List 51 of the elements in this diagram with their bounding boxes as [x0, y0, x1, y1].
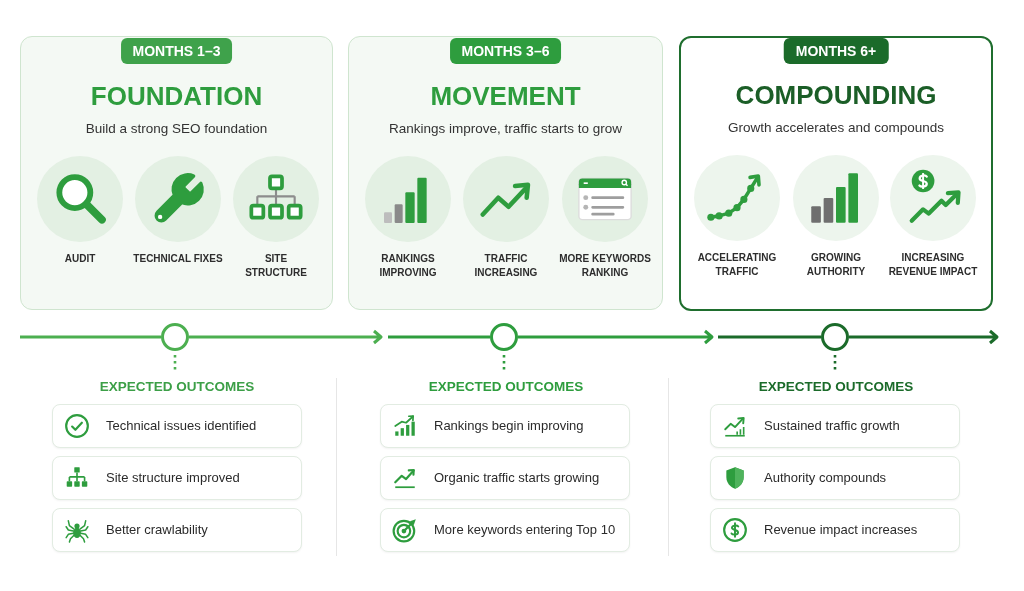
timeline-node	[161, 323, 189, 351]
timeline-arrow	[516, 329, 714, 345]
feature-label: SITE STRUCTURE	[244, 252, 308, 280]
phase-card	[348, 36, 663, 310]
feature-label: ACCELERATING TRAFFIC	[696, 251, 778, 279]
section-heading: EXPECTED OUTCOMES	[758, 378, 914, 395]
phase-subtitle: Build a strong SEO foundation	[85, 120, 268, 138]
outcome-text: Better crawlability	[106, 521, 208, 539]
outcome-card	[710, 508, 960, 552]
phase-title: COMPOUNDING	[735, 79, 937, 111]
feature-label: RANKINGS IMPROVING	[378, 252, 438, 280]
timeline-arrow	[187, 329, 383, 345]
outcome-card	[52, 456, 302, 500]
phase-title: MOVEMENT	[430, 80, 581, 112]
timeline-line	[20, 335, 161, 339]
section-heading: EXPECTED OUTCOMES	[99, 378, 255, 395]
outcome-card	[710, 404, 960, 448]
outcome-card	[380, 508, 630, 552]
timeline-node	[821, 323, 849, 351]
outcome-text: Site structure improved	[106, 469, 240, 487]
period-badge: MONTHS 3–6	[449, 38, 562, 64]
outcome-card	[380, 404, 630, 448]
phase-card	[20, 36, 333, 310]
outcome-card	[52, 404, 302, 448]
section-heading: EXPECTED OUTCOMES	[428, 378, 584, 395]
outcome-card	[52, 508, 302, 552]
feature-label: MORE KEYWORDS RANKING	[558, 252, 652, 280]
period-badge: MONTHS 1–3	[120, 38, 233, 64]
outcome-text: Authority compounds	[764, 469, 887, 487]
timeline-line	[718, 335, 821, 339]
outcome-text: Technical issues identified	[106, 417, 257, 435]
outcome-text: More keywords entering Top 10	[434, 521, 616, 539]
outcome-text: Revenue impact increases	[764, 521, 918, 539]
outcome-card	[710, 456, 960, 500]
timeline-line	[388, 335, 490, 339]
timeline-node	[490, 323, 518, 351]
feature-label: GROWING AUTHORITY	[805, 251, 867, 279]
outcome-card	[380, 456, 630, 500]
feature-label: AUDIT	[64, 252, 96, 266]
outcome-text: Rankings begin improving	[434, 417, 584, 435]
outcome-text: Organic traffic starts growing	[434, 469, 600, 487]
feature-label: INCREASING REVENUE IMPACT	[887, 251, 979, 279]
phase-subtitle: Growth accelerates and compounds	[727, 119, 945, 137]
phase-card	[679, 36, 993, 311]
timeline-arrow	[847, 329, 999, 345]
feature-label: TECHNICAL FIXES	[133, 252, 223, 266]
period-badge: MONTHS 6+	[783, 38, 889, 64]
phase-subtitle: Rankings improve, traffic starts to grow	[388, 120, 623, 138]
phase-title: FOUNDATION	[90, 80, 263, 112]
feature-label: TRAFFIC INCREASING	[473, 252, 539, 280]
outcome-text: Sustained traffic growth	[764, 417, 900, 435]
